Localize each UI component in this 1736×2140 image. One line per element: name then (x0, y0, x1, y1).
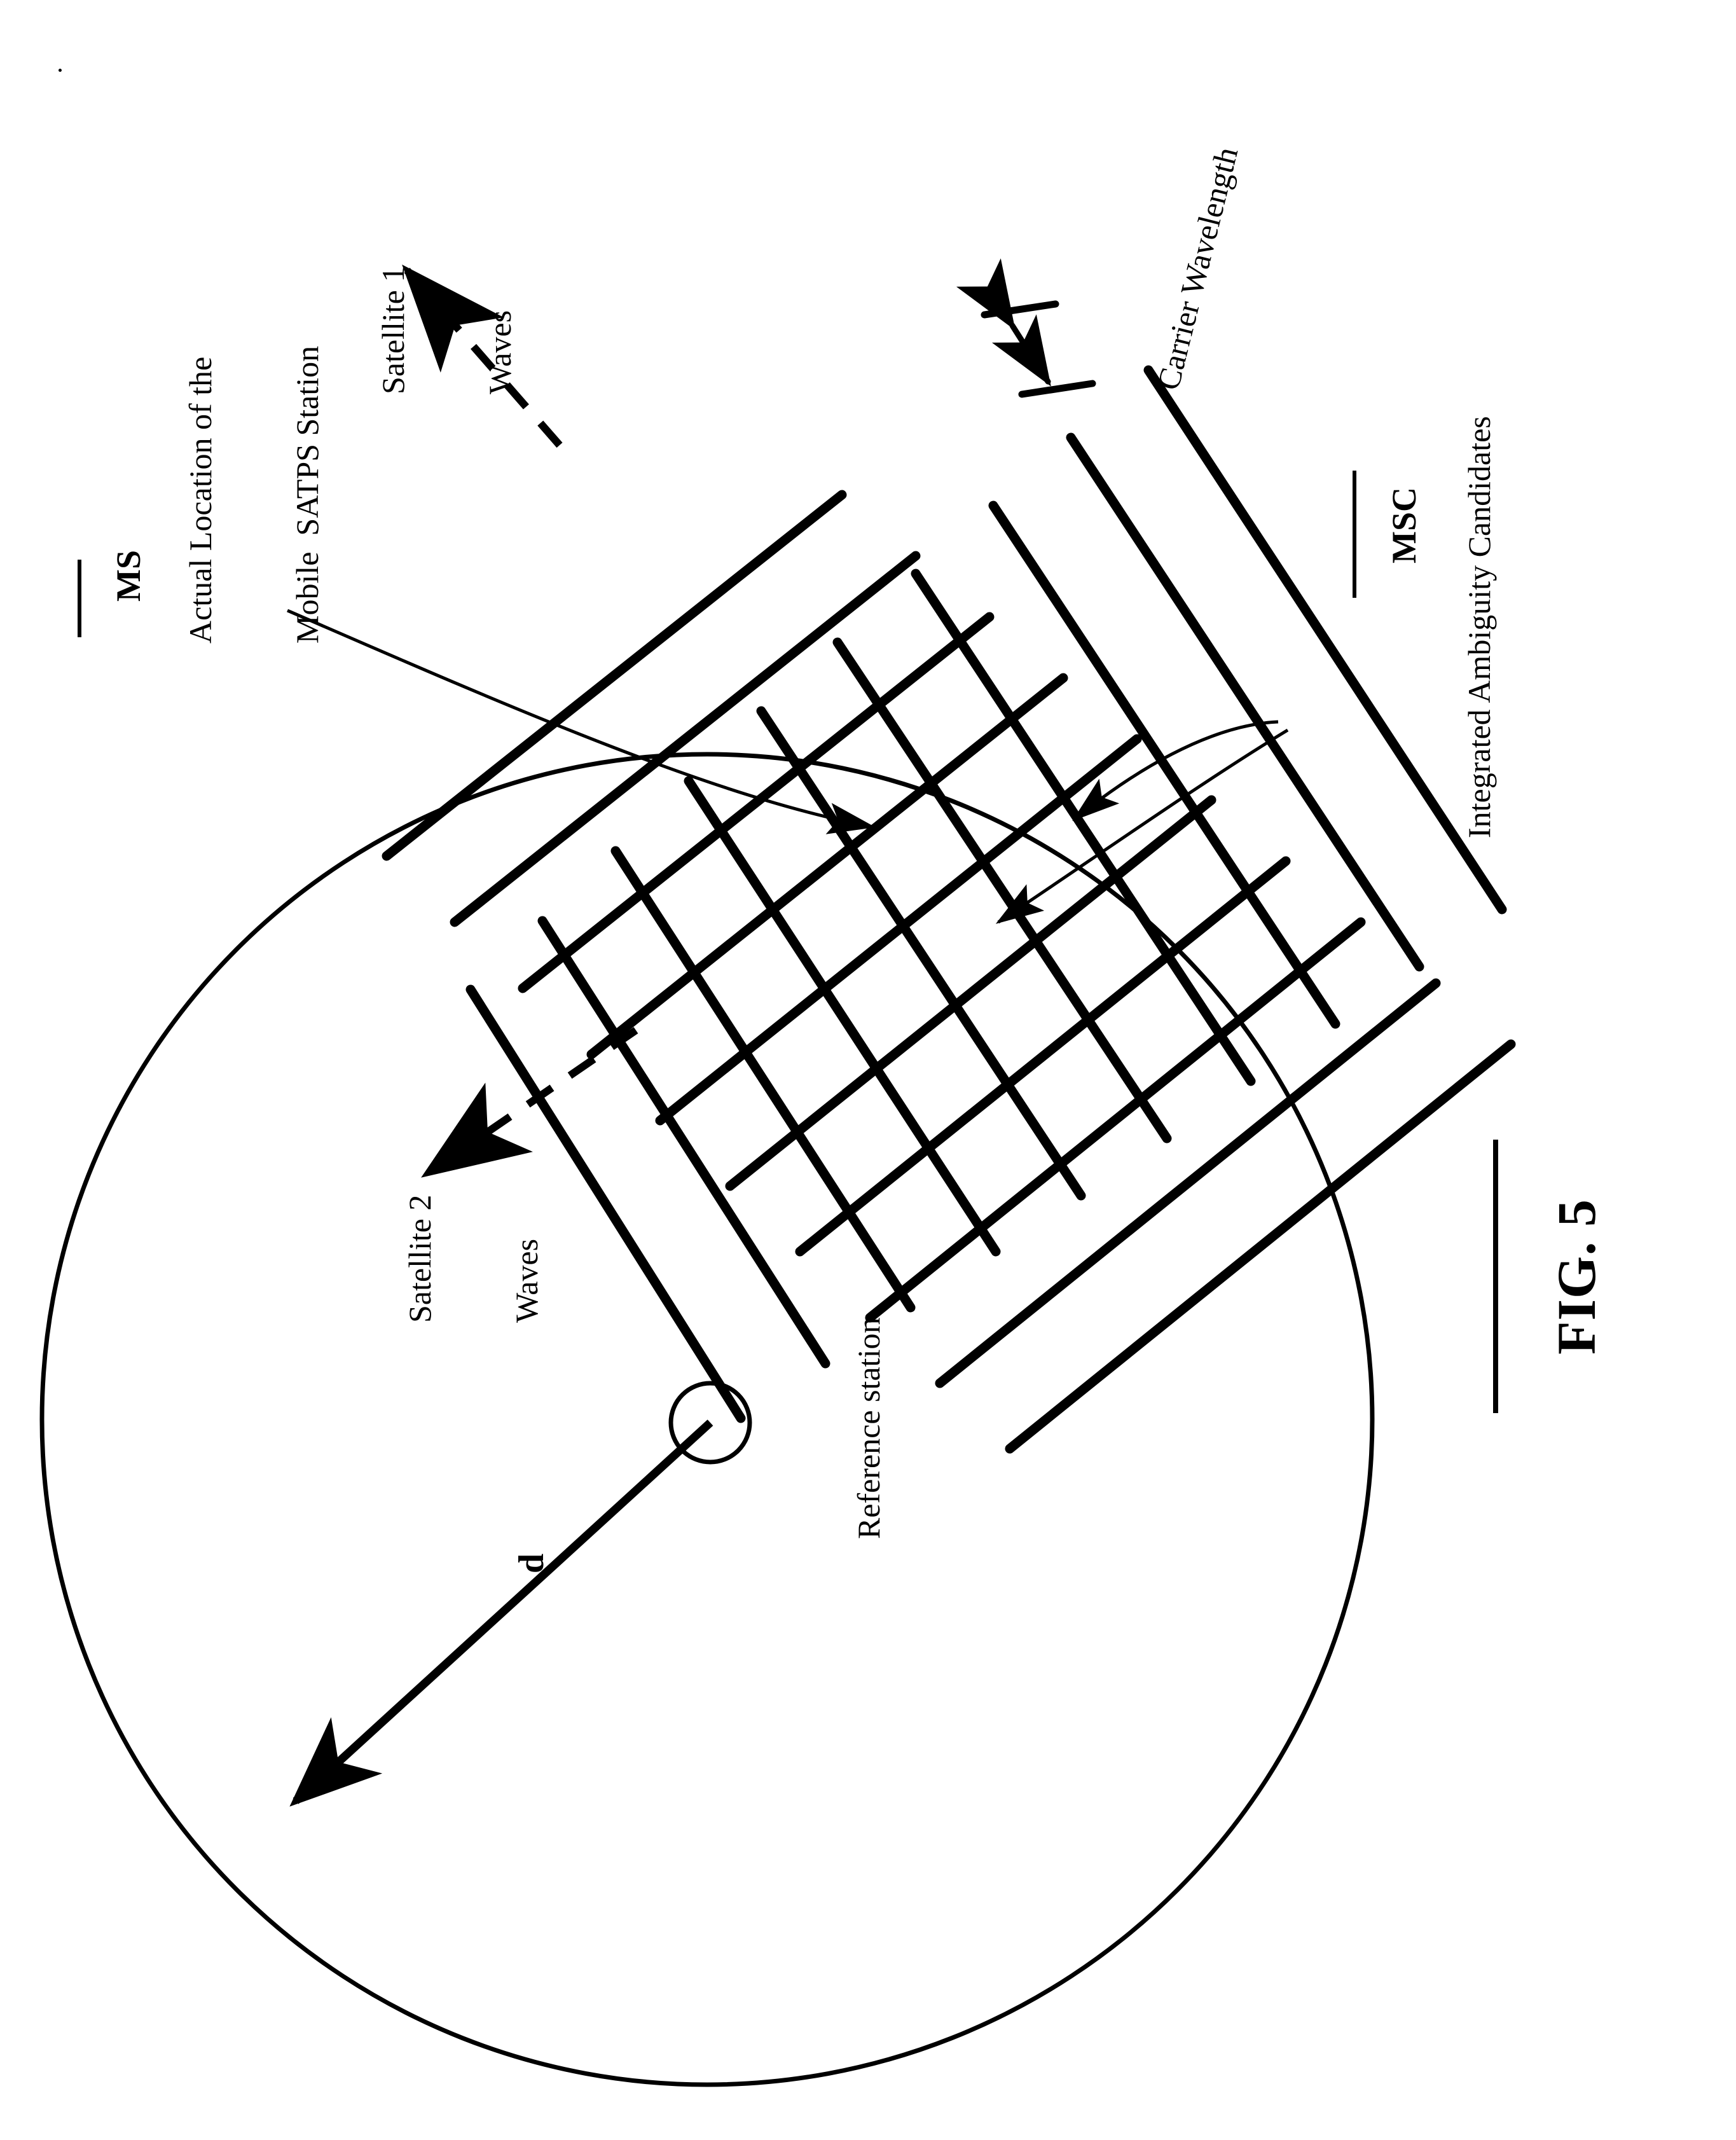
reference-station-marker (668, 1381, 752, 1465)
ms-desc-line-1: Actual Location of the (183, 356, 218, 644)
satellite-2-wave-arrow (421, 1027, 638, 1178)
distance-label-d: d (472, 1554, 591, 1609)
figure-caption-text: FIG. 5 (1546, 1199, 1608, 1355)
scan-speck (59, 69, 62, 72)
reference-station-text: Reference station (851, 1317, 886, 1539)
satellite-2-waves-label: Satellite 2 Waves (331, 1195, 616, 1323)
ms-desc-line-2: Mobile SATPS Station (289, 345, 325, 644)
msc-desc-line-1: Integrated Ambiguity Candidates (1461, 416, 1497, 838)
satellite-1-line-2: Waves (482, 310, 518, 394)
msc-description: Integrated Ambiguity Candidates (1390, 416, 1568, 838)
ms-description: Actual Location of the Mobile SATPS Stat… (111, 346, 396, 644)
ms-leader-arrow (287, 609, 876, 834)
satellite-2-line-1: Satellite 2 (402, 1194, 437, 1323)
radius-line-d (289, 1419, 713, 1807)
distance-text: d (511, 1553, 551, 1573)
carrier-wavelength-dimension (956, 258, 1096, 398)
coverage-circle (39, 752, 1375, 2087)
satellite-1-wave-arrow (402, 264, 563, 448)
msc-leader-arrow-1 (1072, 720, 1279, 822)
carrier-wavelength-text: Carrier Wavelength (1150, 143, 1245, 394)
wavefront-family-satellite-1 (465, 365, 1507, 1423)
wavefront-lattice (382, 365, 1516, 1454)
reference-station-label: Reference station (815, 1318, 922, 1571)
msc-leader-arrow-2 (995, 728, 1289, 924)
figure-caption: FIG. 5 (1485, 1199, 1669, 1412)
satellite-2-line-2: Waves (509, 1238, 544, 1323)
wavefront-family-satellite-2 (382, 490, 1516, 1454)
